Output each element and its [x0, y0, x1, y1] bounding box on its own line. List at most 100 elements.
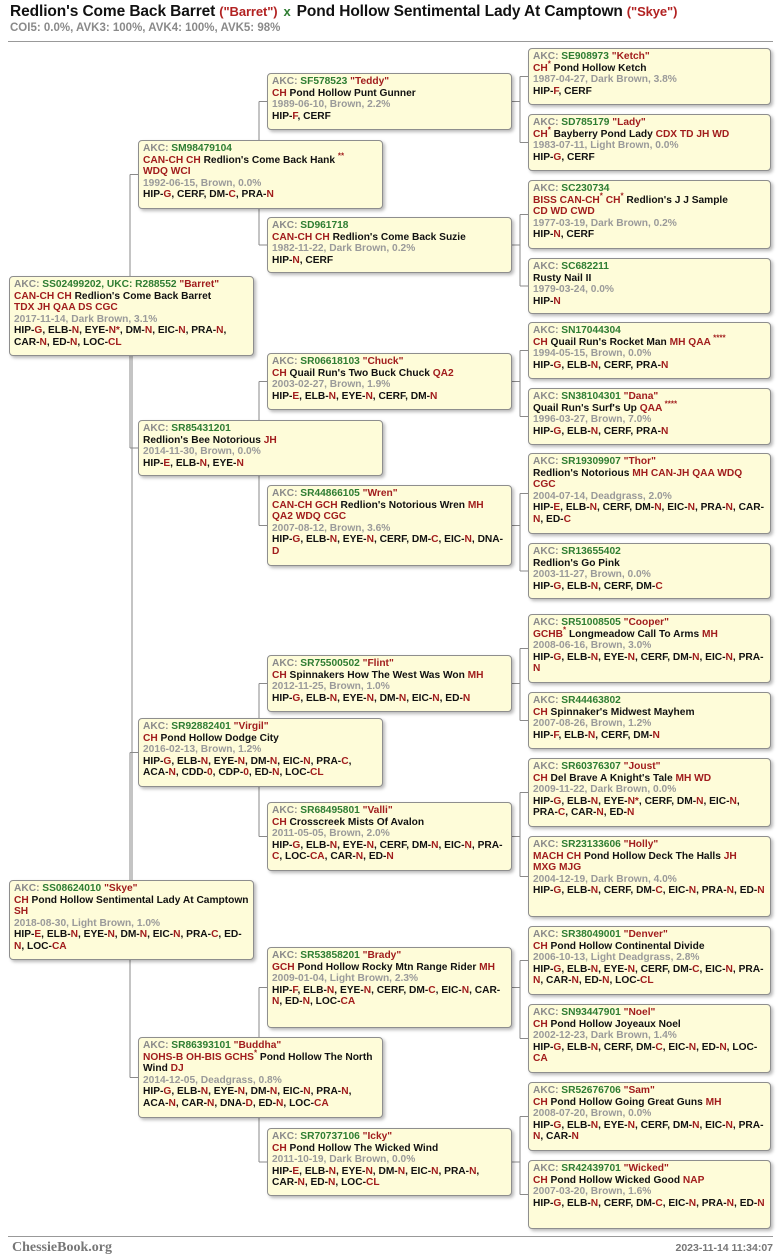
- dog-name[interactable]: Quail Run's Surf's Up QAA ****: [533, 400, 766, 415]
- dog-name[interactable]: CH Pond Hollow Going Great Guns MH: [533, 1097, 766, 1109]
- registration-number[interactable]: SR13655402: [561, 546, 621, 557]
- registration-number[interactable]: SR52676706: [561, 1085, 621, 1096]
- dog-card-gen2-7[interactable]: AKC: SR53858201 "Brady"GCH Pond Hollow R…: [267, 947, 512, 1028]
- health-clearances: HIP-G, ELB-N, CERF, DM-C: [533, 580, 663, 592]
- registration-number[interactable]: SR42439701: [561, 1163, 621, 1174]
- registration-number[interactable]: SN17044304: [561, 325, 621, 336]
- dog-name[interactable]: CH Quail Run's Rocket Man MH QAA ****: [533, 334, 766, 349]
- registration-number[interactable]: SD961718: [300, 220, 349, 231]
- dog-name[interactable]: CH Pond Hollow Sentimental Lady At Campt…: [14, 895, 249, 918]
- registration-number[interactable]: SR60376307: [561, 761, 621, 772]
- dog-name[interactable]: CH Crosscreek Mists Of Avalon: [272, 817, 507, 829]
- registration-number[interactable]: SR86393101: [171, 1040, 231, 1051]
- dog-card-gen2-1[interactable]: AKC: SF578523 "Teddy"CH Pond Hollow Punt…: [267, 73, 512, 130]
- dog-name[interactable]: CH Pond Hollow Punt Gunner: [272, 88, 507, 100]
- dog-card-gen3-7[interactable]: AKC: SR19309907 "Thor"Redlion's Notoriou…: [528, 453, 771, 534]
- dog-name[interactable]: CH Pond Hollow Joyeaux Noel: [533, 1019, 766, 1031]
- registration-number[interactable]: SR70737106: [300, 1131, 360, 1142]
- dog-card-gen3-6[interactable]: AKC: SN38104301 "Dana"Quail Run's Surf's…: [528, 388, 771, 445]
- dog-card-gen3-11[interactable]: AKC: SR60376307 "Joust"CH Del Brave A Kn…: [528, 758, 771, 827]
- registration-number[interactable]: SR51008505: [561, 617, 621, 628]
- registration-number[interactable]: SR19309907: [561, 456, 621, 467]
- registration-number[interactable]: SR53858201: [300, 950, 360, 961]
- registration-number[interactable]: SR75500502: [300, 658, 360, 669]
- registration-number[interactable]: SR23133606: [561, 839, 621, 850]
- dog-name[interactable]: Redlion's Go Pink: [533, 558, 766, 570]
- dog-name[interactable]: CH Pond Hollow Continental Divide: [533, 941, 766, 953]
- dog-name[interactable]: CH Spinnaker's Midwest Mayhem: [533, 707, 766, 719]
- registration-number[interactable]: SR92882401: [171, 721, 231, 732]
- registration-number[interactable]: SD785179: [561, 117, 610, 128]
- dog-card-gen3-9[interactable]: AKC: SR51008505 "Cooper"GCHB* Longmeadow…: [528, 614, 771, 683]
- registration-number[interactable]: SR38049001: [561, 929, 621, 940]
- registration-number[interactable]: SR44866105: [300, 488, 360, 499]
- site-name[interactable]: ChessieBook.org: [12, 1240, 112, 1255]
- registration-number[interactable]: SF578523: [300, 76, 348, 87]
- dog-card-gen3-14[interactable]: AKC: SN93447901 "Noel"CH Pond Hollow Joy…: [528, 1004, 771, 1073]
- dog-name[interactable]: CAN-CH CH Redlion's Come Back Suzie: [272, 232, 507, 244]
- registration-number[interactable]: SS08624010: [42, 883, 102, 894]
- dam-title-name[interactable]: Pond Hollow Sentimental Lady At Camptown: [296, 3, 623, 20]
- dog-name[interactable]: CH Pond Hollow Wicked Good NAP: [533, 1175, 766, 1187]
- dog-name[interactable]: CH Spinnakers How The West Was Won MH: [272, 670, 507, 682]
- registration-number[interactable]: SR06618103: [300, 356, 360, 367]
- dog-name[interactable]: CH Del Brave A Knight's Tale MH WD: [533, 773, 766, 785]
- registration-number[interactable]: SC682211: [561, 261, 609, 272]
- dog-name[interactable]: CH Pond Hollow Dodge City: [143, 733, 378, 745]
- dog-card-sire[interactable]: AKC: SS02499202, UKC: R288552 "Barret"CA…: [9, 276, 254, 356]
- registration-number[interactable]: SE908973: [561, 51, 609, 62]
- dog-card-gen3-16[interactable]: AKC: SR42439701 "Wicked"CH Pond Hollow W…: [528, 1160, 771, 1229]
- dog-card-gen3-1[interactable]: AKC: SE908973 "Ketch"CH* Pond Hollow Ket…: [528, 48, 771, 105]
- dog-card-gen3-13[interactable]: AKC: SR38049001 "Denver"CH Pond Hollow C…: [528, 926, 771, 995]
- title-abbrev: MXG MJG: [533, 862, 582, 874]
- dog-name[interactable]: Rusty Nail II: [533, 273, 766, 285]
- dog-card-gen2-3[interactable]: AKC: SR06618103 "Chuck"CH Quail Run's Tw…: [267, 353, 512, 410]
- dog-name[interactable]: GCHB* Longmeadow Call To Arms MH: [533, 626, 766, 641]
- registration-number[interactable]: SM98479104: [171, 143, 232, 154]
- call-name: "Chuck": [362, 356, 404, 367]
- dog-card-gen2-5[interactable]: AKC: SR75500502 "Flint"CH Spinnakers How…: [267, 655, 512, 712]
- dog-card-gen2-4[interactable]: AKC: SR44866105 "Wren"CAN-CH GCH Redlion…: [267, 485, 512, 566]
- registration-number[interactable]: SS02499202, UKC: R288552: [42, 279, 177, 290]
- health-clearances: HIP-G, ELB-N, EYE-N, CERF, DM-C, EIC-N, …: [533, 963, 764, 987]
- dog-name[interactable]: CH Pond Hollow The Wicked Wind: [272, 1143, 507, 1155]
- dog-name[interactable]: CH Quail Run's Two Buck Chuck QA2: [272, 368, 507, 380]
- dog-card-dam[interactable]: AKC: SS08624010 "Skye"CH Pond Hollow Sen…: [9, 880, 254, 960]
- dog-card-dam-sire[interactable]: AKC: SR92882401 "Virgil"CH Pond Hollow D…: [138, 718, 383, 787]
- registration-number[interactable]: SN93447901: [561, 1007, 621, 1018]
- dog-name[interactable]: CAN-CH CH Redlion's Come Back Hank **WDQ…: [143, 152, 378, 178]
- registration-number[interactable]: SN38104301: [561, 391, 621, 402]
- dog-name[interactable]: Redlion's Bee Notorious JH: [143, 435, 378, 447]
- registration-number[interactable]: SR85431201: [171, 423, 231, 434]
- registration-number[interactable]: SC230734: [561, 183, 610, 194]
- dog-card-dam-dam[interactable]: AKC: SR86393101 "Buddha"NOHS-B OH-BIS GC…: [138, 1037, 383, 1118]
- dog-card-gen2-8[interactable]: AKC: SR70737106 "Icky"CH Pond Hollow The…: [267, 1128, 512, 1196]
- name-text: Pond Hollow The Wicked Wind: [286, 1142, 439, 1154]
- dog-name[interactable]: GCH Pond Hollow Rocky Mtn Range Rider MH: [272, 962, 507, 974]
- dog-card-gen3-12[interactable]: AKC: SR23133606 "Holly"MACH CH Pond Holl…: [528, 836, 771, 917]
- registration-line: AKC: SN38104301 "Dana": [533, 391, 766, 403]
- dog-name[interactable]: CH* Bayberry Pond Lady CDX TD JH WD: [533, 126, 766, 141]
- dog-card-gen2-6[interactable]: AKC: SR68495801 "Valli"CH Crosscreek Mis…: [267, 802, 512, 871]
- registration-number[interactable]: SR44463802: [561, 695, 621, 706]
- health-clearances: HIP-F, ELB-N, CERF, DM-N: [533, 729, 660, 741]
- registration-number[interactable]: SR68495801: [300, 805, 360, 816]
- dog-name[interactable]: CH* Pond Hollow Ketch: [533, 60, 766, 75]
- sire-title-name[interactable]: Redlion's Come Back Barret: [10, 3, 216, 20]
- dog-card-gen3-2[interactable]: AKC: SD785179 "Lady"CH* Bayberry Pond La…: [528, 114, 771, 171]
- dog-name[interactable]: NOHS-B OH-BIS GCHS* Pond Hollow The Nort…: [143, 1049, 378, 1075]
- dog-card-gen3-15[interactable]: AKC: SR52676706 "Sam"CH Pond Hollow Goin…: [528, 1082, 771, 1151]
